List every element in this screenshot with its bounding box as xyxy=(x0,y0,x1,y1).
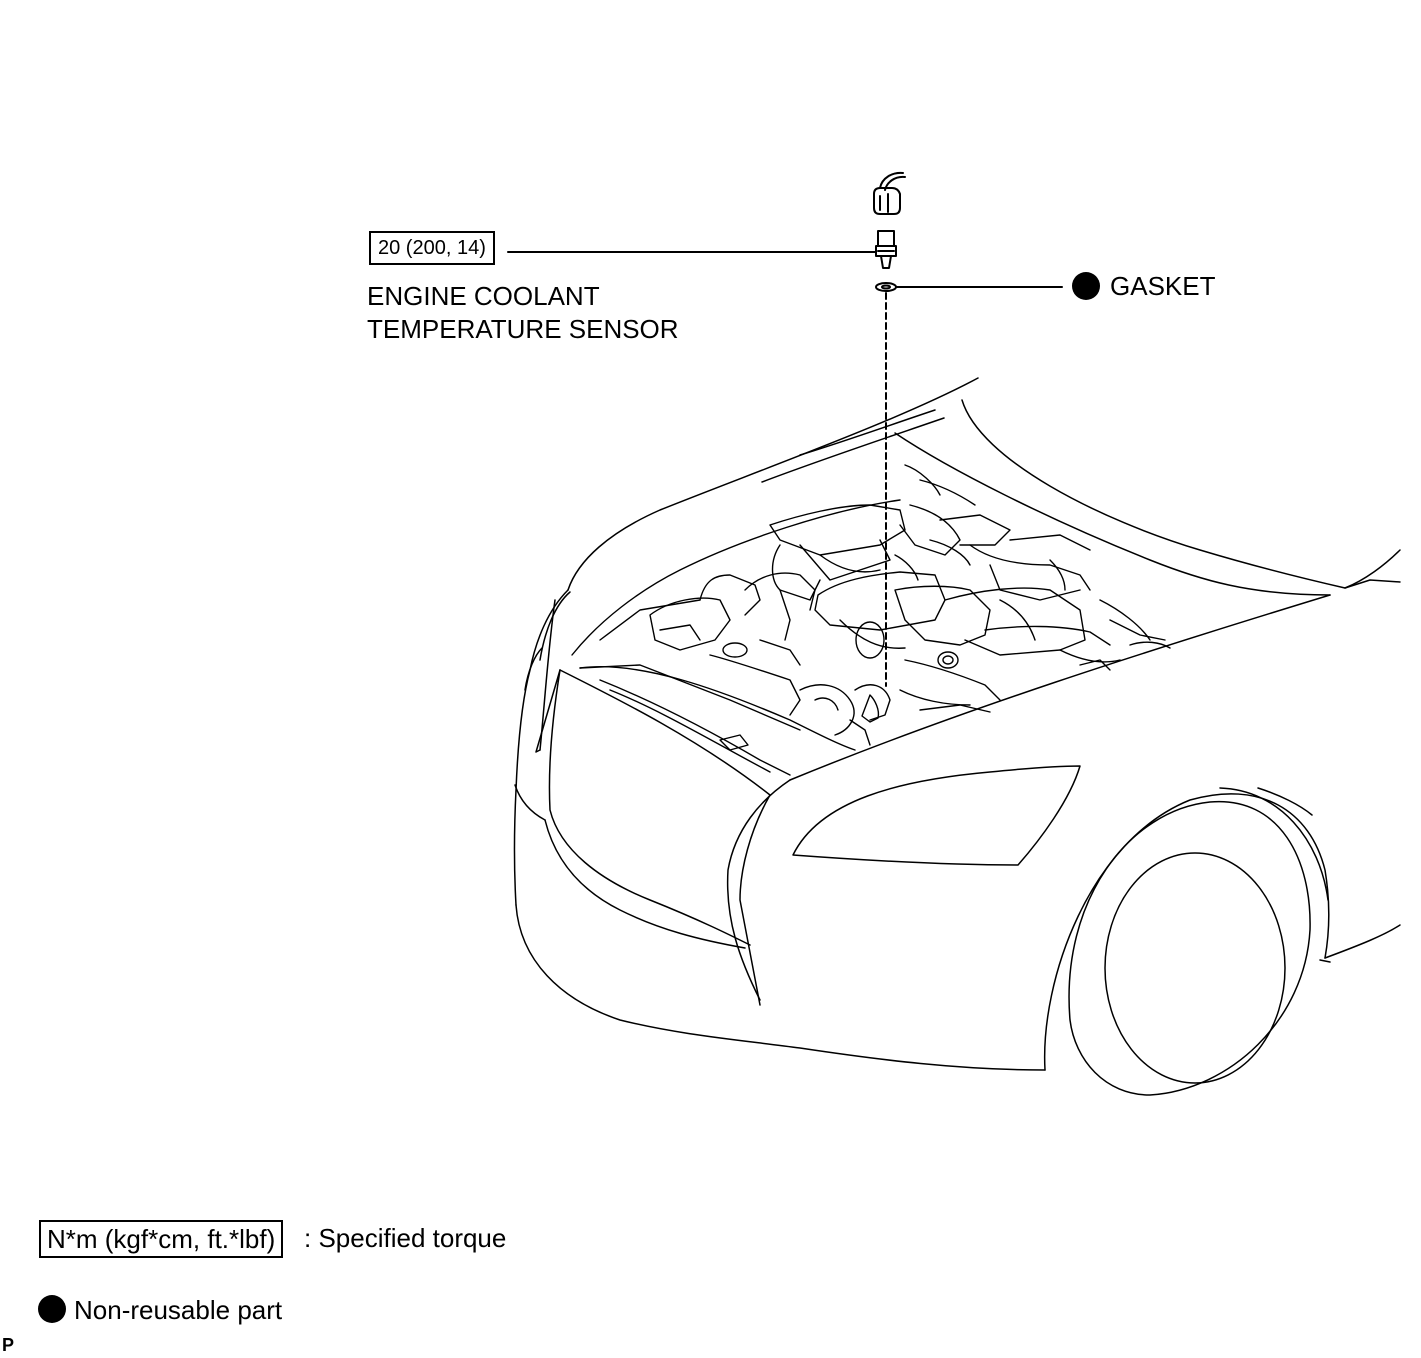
sensor-label-line1: ENGINE COOLANT xyxy=(367,281,600,311)
legend-torque-box: N*m (kgf*cm, ft.*lbf) xyxy=(39,1220,284,1258)
headlight xyxy=(792,765,1081,866)
torque-spec-box: 20 (200, 14) xyxy=(369,231,495,265)
legend-nonreusable-desc: Non-reusable part xyxy=(74,1295,283,1325)
torque-spec-value: 20 (200, 14) xyxy=(378,237,486,259)
wheel-rim xyxy=(1104,852,1286,1084)
filled-circle-icon xyxy=(38,1295,66,1323)
legend-torque-unit: N*m (kgf*cm, ft.*lbf) xyxy=(47,1224,276,1254)
gasket-icon xyxy=(875,282,897,292)
connector-icon xyxy=(873,171,906,215)
gasket-label: GASKET xyxy=(1110,271,1216,301)
page-mark: P xyxy=(2,1335,15,1355)
car-body-outline xyxy=(513,432,1401,1096)
hood-outline xyxy=(567,377,1401,591)
sensor-label: ENGINE COOLANT TEMPERATURE SENSOR xyxy=(367,280,679,346)
legend-torque-desc: : Specified torque xyxy=(304,1223,507,1253)
sensor-label-line2: TEMPERATURE SENSOR xyxy=(367,314,679,344)
engine-bay-components xyxy=(571,464,1171,776)
coolant-sensor-icon xyxy=(875,230,897,269)
gasket-nonreusable-dot xyxy=(1072,272,1100,300)
tire xyxy=(1068,800,1311,1096)
